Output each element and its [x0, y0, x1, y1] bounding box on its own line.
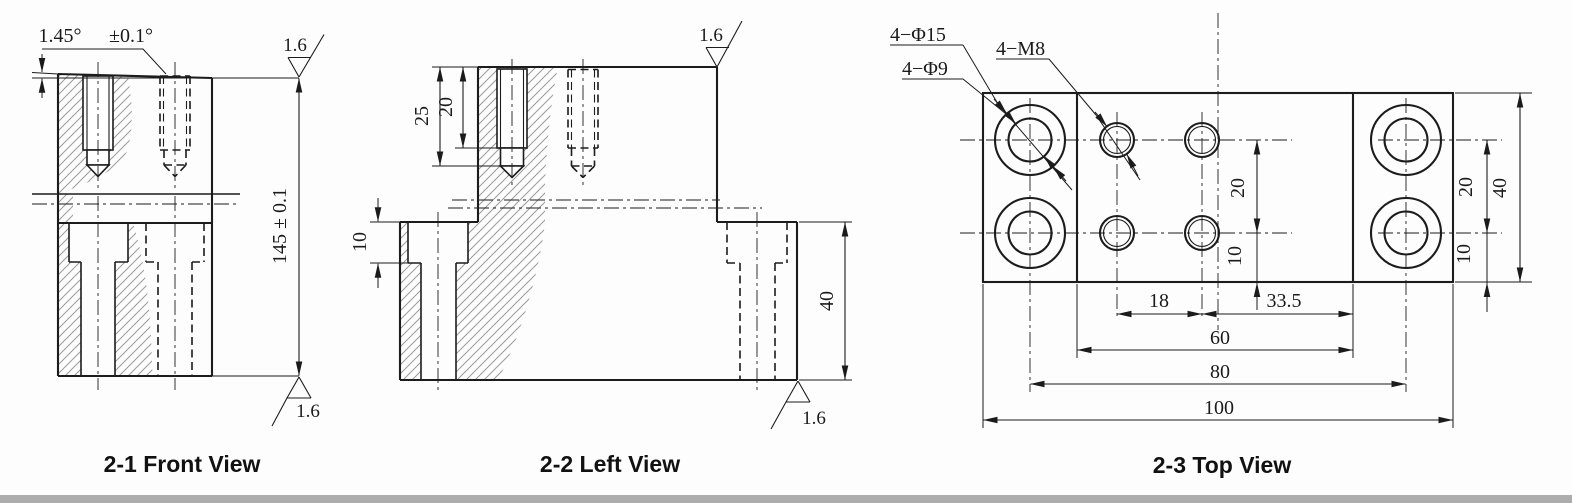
screw-sectioned — [82, 75, 114, 178]
tap-column-spacing: 18 — [1149, 290, 1169, 312]
front-counterbore-solid — [68, 223, 129, 376]
angle-label: 1.45° — [39, 25, 82, 47]
overall-length: 100 — [1204, 397, 1234, 419]
hatch-lower-left — [58, 223, 81, 376]
front-counterbore-hidden — [145, 223, 205, 376]
left-counterbore-hidden — [726, 222, 788, 380]
counterbore-callout: 4−Φ15 — [890, 24, 946, 46]
plate-width-dimension: 40 — [1489, 178, 1511, 198]
taper-dimension — [31, 48, 299, 98]
shoulder-width: 60 — [1210, 327, 1230, 349]
screenshot-bottom-bar — [0, 495, 1572, 503]
hatch-mid-band — [58, 194, 73, 223]
surface-finish-top-icon — [287, 34, 325, 78]
left-view-drawing: 25 20 10 40 1.6 1.6 2-2 Left View — [349, 20, 852, 477]
bottom-dimension-lines — [983, 310, 1453, 424]
left-centerlines — [437, 59, 758, 394]
hole-row-edge-offset: 10 — [1224, 246, 1246, 266]
through-hole-callout-leader — [902, 78, 1012, 119]
right-hole-row-edge-offset: 10 — [1453, 244, 1475, 264]
top-extension-lines — [982, 92, 1532, 428]
left-counterbore-solid — [407, 222, 469, 380]
top-centerlines — [960, 13, 1502, 392]
hatch-left-lower-left — [400, 222, 421, 380]
front-view-caption: 2-1 Front View — [104, 451, 261, 477]
hole-row-spacing: 20 — [1227, 178, 1249, 198]
front-centerlines — [97, 62, 176, 390]
plate-thickness-dimension-lines — [799, 221, 852, 381]
right-hole-row-spacing: 20 — [1455, 177, 1477, 197]
front-body-outline — [32, 72, 240, 378]
left-body-outline — [398, 65, 799, 382]
height-dimension: 145 ± 0.1 — [269, 188, 291, 264]
thread-depth-dimension: 20 — [435, 97, 457, 117]
counterbore-depth-dimension-lines — [370, 198, 408, 288]
angle-tolerance-label: ±0.1° — [109, 25, 153, 47]
hatch-lower-mid — [115, 223, 153, 376]
surface-finish-bottom-value: 1.6 — [296, 401, 320, 422]
counterbore-spacing: 80 — [1210, 361, 1230, 383]
left-view-caption: 2-2 Left View — [540, 451, 680, 477]
left-surface-finish-bottom-value: 1.6 — [802, 408, 826, 429]
front-view-drawing: 1.45° ±0.1° 145 ± 0.1 1.6 1.6 2-1 Front … — [31, 25, 325, 477]
counterbore-depth-dimension: 10 — [349, 232, 371, 252]
top-view-caption: 2-3 Top View — [1153, 452, 1292, 478]
screw-depth-dimension-lines — [432, 66, 500, 167]
tapped-hole-callout-leader — [996, 58, 1141, 181]
left-surface-finish-top-value: 1.6 — [699, 25, 723, 46]
tap-to-shoulder: 33.5 — [1267, 290, 1302, 312]
plate-thickness-dimension: 40 — [816, 291, 838, 311]
left-surface-finish-bottom-icon — [770, 380, 811, 430]
height-dimension-lines — [212, 78, 303, 377]
hatch-left-lower-mid — [456, 222, 545, 380]
surface-finish-top-value: 1.6 — [283, 35, 307, 56]
through-hole-callout: 4−Φ9 — [902, 58, 948, 80]
tapped-hole-callout: 4−M8 — [996, 38, 1045, 60]
top-view-drawing: 20 10 20 10 40 18 33.5 60 80 100 — [890, 13, 1532, 478]
screw-depth-dimension: 25 — [411, 106, 433, 126]
counterbore-callout-leader — [890, 44, 1073, 191]
surface-finish-bottom-icon — [271, 376, 312, 427]
left-surface-finish-top-icon — [705, 20, 743, 68]
